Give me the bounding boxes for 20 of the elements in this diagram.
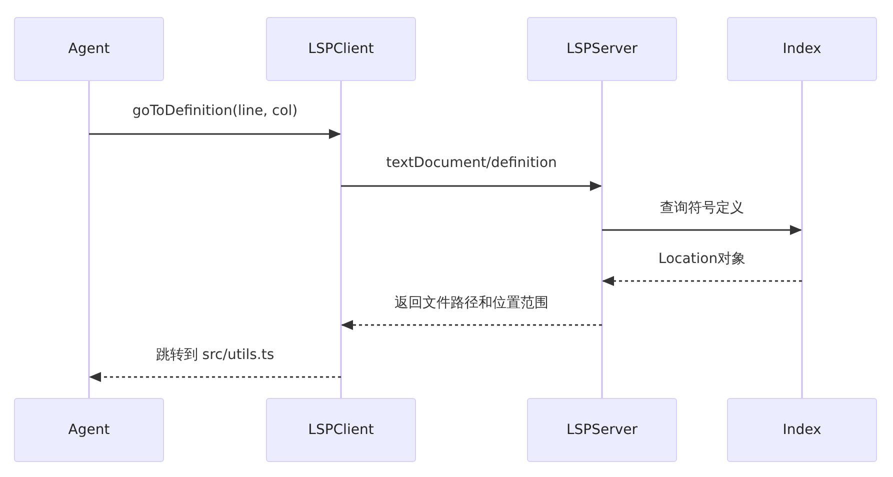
message-arrow bbox=[602, 225, 802, 235]
message-label: 查询符号定义 bbox=[660, 199, 744, 217]
message-arrow bbox=[89, 372, 341, 382]
participant-box: LSPClient bbox=[266, 17, 416, 81]
participant-box: Index bbox=[727, 398, 877, 462]
message-label: 跳转到 src/utils.ts bbox=[156, 346, 274, 364]
participant-box: LSPClient bbox=[266, 398, 416, 462]
participant-box: LSPServer bbox=[527, 17, 677, 81]
message-label: Location对象 bbox=[658, 250, 746, 268]
message-label: goToDefinition(line, col) bbox=[132, 103, 298, 119]
message-label: textDocument/definition bbox=[386, 155, 557, 171]
message-arrow bbox=[602, 276, 802, 286]
message-label: 返回文件路径和位置范围 bbox=[394, 294, 548, 312]
message-arrow bbox=[341, 181, 602, 191]
participant-box: LSPServer bbox=[527, 398, 677, 462]
participant-box: Agent bbox=[14, 398, 164, 462]
message-arrow bbox=[89, 129, 341, 139]
participant-box: Index bbox=[727, 17, 877, 81]
participant-box: Agent bbox=[14, 17, 164, 81]
message-arrow bbox=[341, 320, 602, 330]
